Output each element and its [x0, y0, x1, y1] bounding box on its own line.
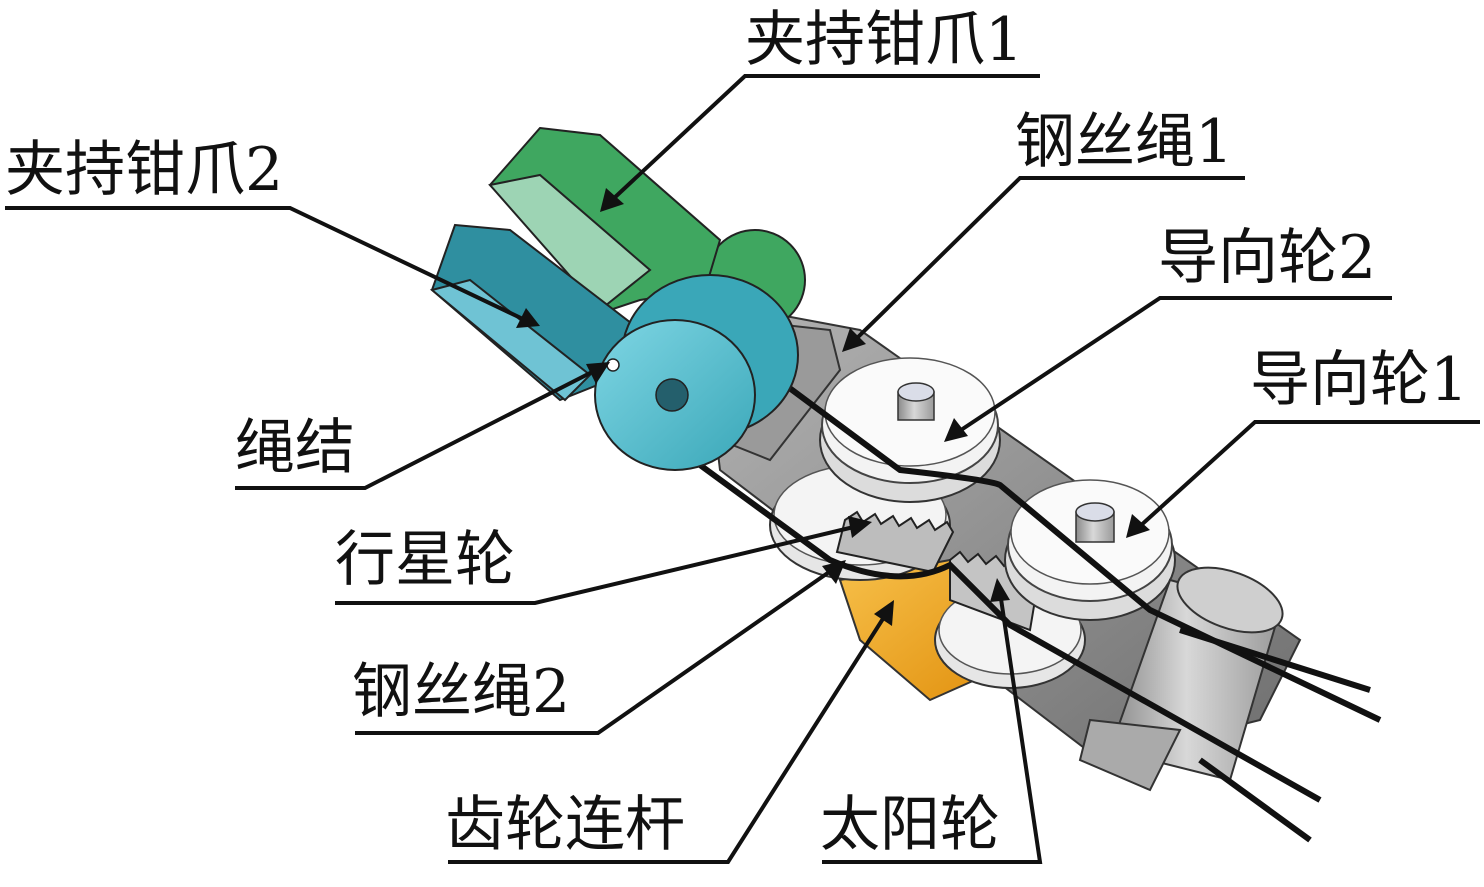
guide-wheel-1-part	[1004, 479, 1176, 621]
wire-ropes	[698, 352, 1382, 843]
label-clamp-jaw-1: 夹持钳爪1	[745, 5, 1024, 75]
label-rope-knot: 绳结	[235, 413, 355, 483]
label-guide-wheel-2: 导向轮2	[1158, 223, 1377, 293]
label-wire-rope-2: 钢丝绳2	[352, 657, 571, 727]
clamp-jaw-2-part	[429, 223, 642, 402]
label-clamp-jaw-2: 夹持钳爪2	[5, 135, 284, 205]
label-sun-gear: 太阳轮	[820, 790, 1000, 860]
label-planet-gear: 行星轮	[335, 525, 515, 595]
end-cylinder	[1078, 566, 1284, 792]
label-gear-link: 齿轮连杆	[445, 790, 685, 860]
guide-wheel-2-part	[819, 357, 1001, 503]
label-guide-wheel-1: 导向轮1	[1250, 345, 1469, 415]
leader-lines	[5, 74, 1480, 864]
cyan-wheel-part	[594, 274, 799, 471]
rope-knot-marker	[606, 358, 620, 372]
label-wire-rope-1: 钢丝绳1	[1015, 107, 1234, 177]
planet-gear-part	[835, 510, 955, 574]
